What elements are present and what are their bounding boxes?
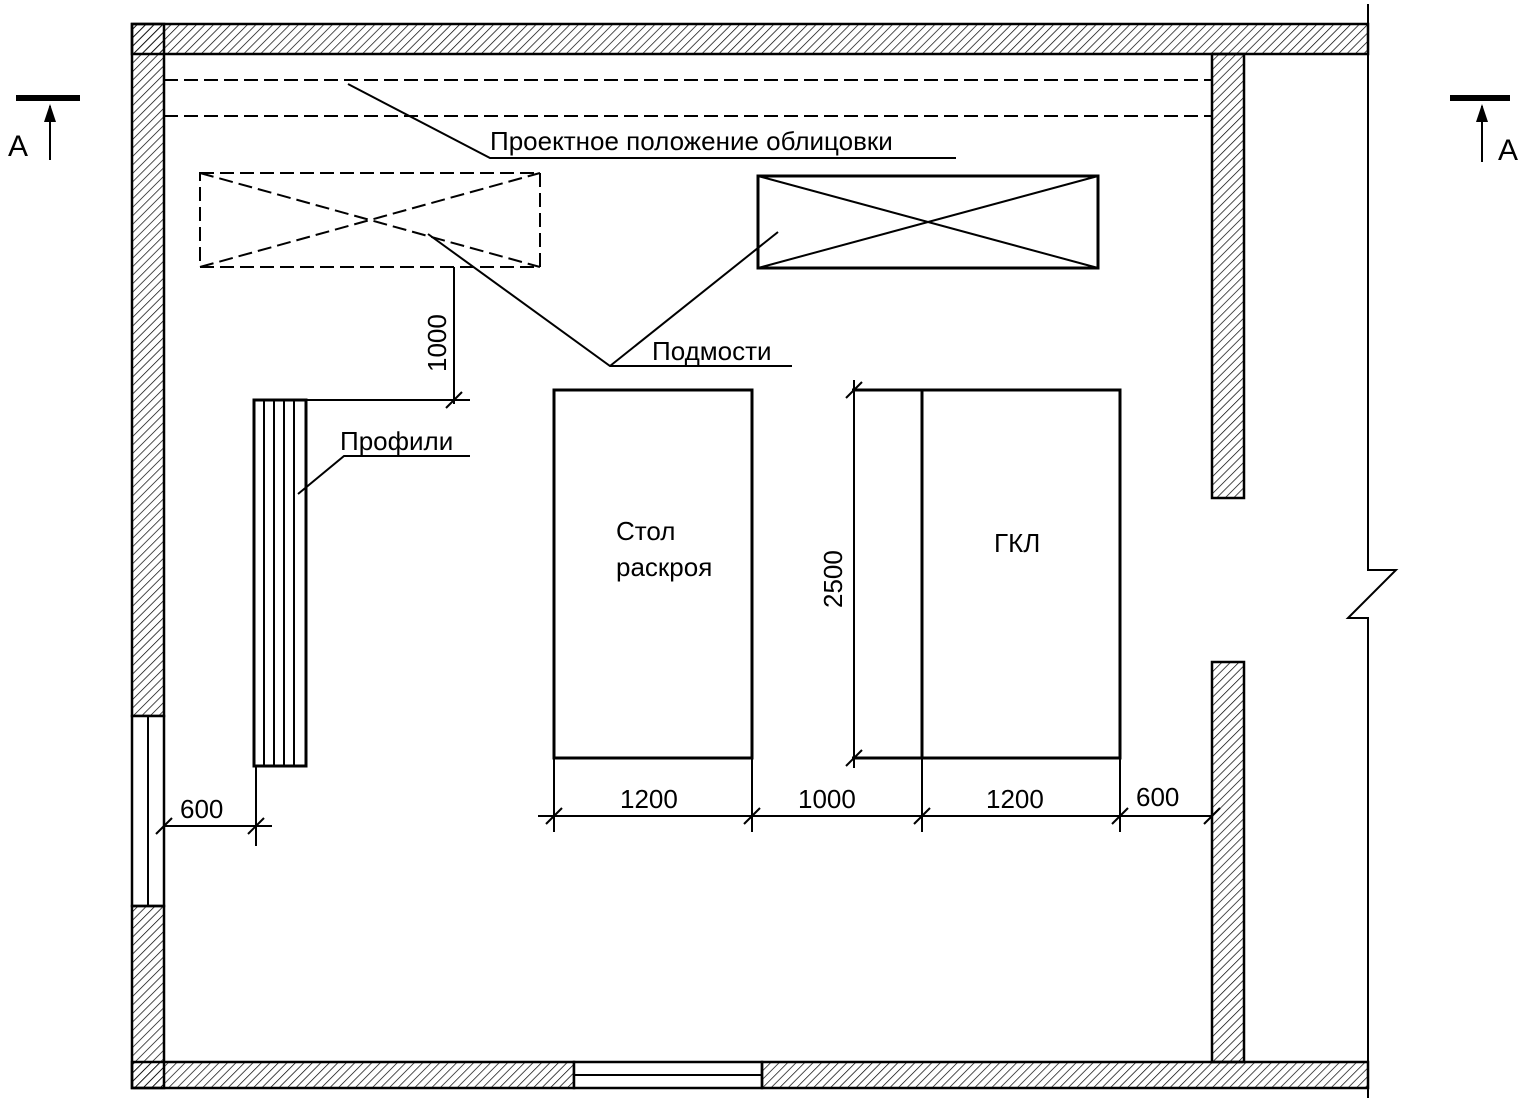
section-label-left: А xyxy=(8,130,28,163)
section-mark-right: А xyxy=(1450,95,1518,167)
scaffold-dashed xyxy=(199,172,541,268)
label-profiles: Профили xyxy=(340,426,453,456)
wall-bottom-right xyxy=(760,1060,1370,1090)
dim-gap-table-board: 1000 xyxy=(798,784,856,814)
dim-board-width: 1200 xyxy=(986,784,1044,814)
scaffold-solid xyxy=(756,174,1100,270)
window-bottom xyxy=(572,1060,764,1090)
dim-wall-to-profiles: 600 xyxy=(180,794,223,824)
dimension-lines xyxy=(155,267,1221,846)
wall-top xyxy=(130,22,1370,56)
leader-lines xyxy=(297,83,956,495)
wall-left-upper xyxy=(130,22,166,718)
cladding-position xyxy=(164,79,1212,117)
partition-lower xyxy=(1210,660,1246,1064)
wall-bottom-left xyxy=(130,1060,576,1090)
section-label-right: А xyxy=(1498,134,1518,167)
section-mark-left: А xyxy=(8,95,80,163)
label-cutting-table-1: Стол xyxy=(616,516,675,546)
walls xyxy=(130,4,1399,1098)
dim-board-length: 2500 xyxy=(818,550,848,608)
wall-left-lower xyxy=(130,904,166,1090)
profiles-stack xyxy=(252,398,308,768)
partition-upper xyxy=(1210,52,1246,500)
label-scaffolds: Подмости xyxy=(652,336,772,366)
window-left xyxy=(130,714,166,908)
label-cutting-table-2: раскроя xyxy=(616,552,712,582)
dim-scaffold-to-profiles: 1000 xyxy=(422,314,452,372)
label-cladding: Проектное положение облицовки xyxy=(490,126,893,156)
cutting-table xyxy=(552,388,754,760)
dim-board-to-wall: 600 xyxy=(1136,782,1179,812)
label-gypsum-board: ГКЛ xyxy=(994,528,1040,558)
break-line xyxy=(1345,4,1399,1098)
dim-table-width: 1200 xyxy=(620,784,678,814)
gypsum-board-stack xyxy=(920,388,1122,760)
